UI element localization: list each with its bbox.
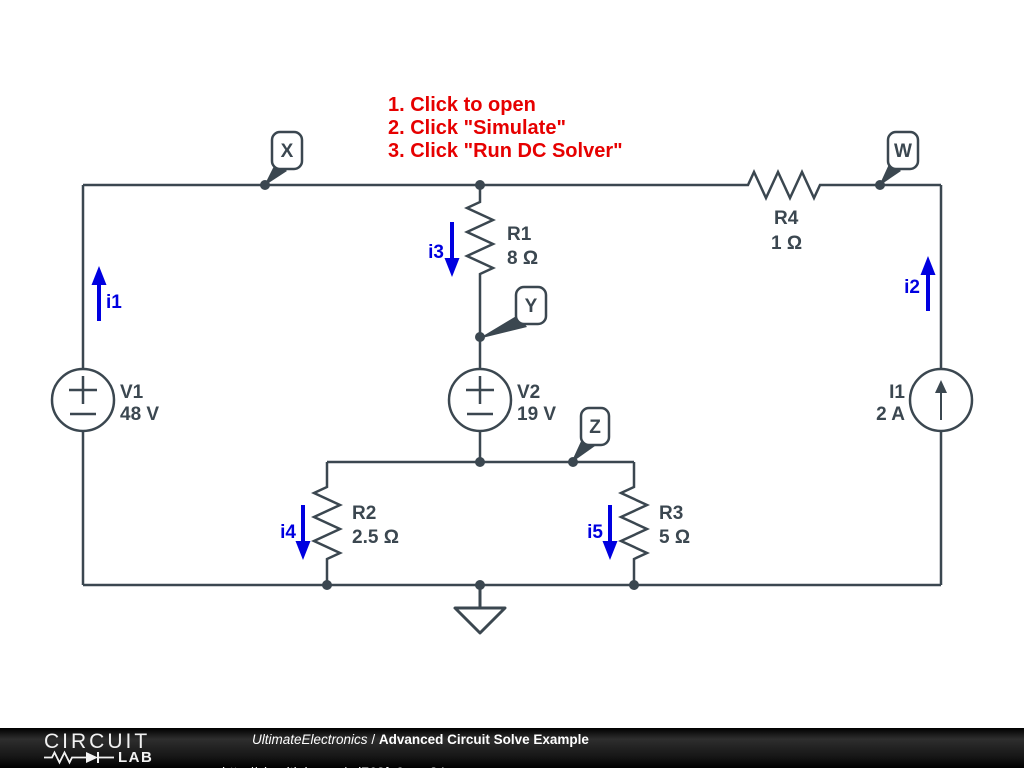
r4-value-label: 1 Ω — [771, 233, 802, 254]
component-r1-resistor[interactable]: R1 8 Ω — [507, 224, 538, 269]
v2-value-label: 19 V — [517, 404, 556, 425]
junction-r2-bottom — [322, 580, 332, 590]
ground-symbol[interactable] — [453, 585, 507, 635]
wire-r1-branch — [464, 185, 496, 369]
instruction-line-3: 3. Click "Run DC Solver" — [388, 140, 623, 162]
r3-value-label: 5 Ω — [659, 527, 690, 548]
node-w-box — [886, 130, 920, 171]
r1-name-label: R1 — [507, 224, 532, 245]
current-annotation-i3: i3 — [428, 222, 460, 277]
r3-name-label: R3 — [659, 503, 683, 524]
component-r3-resistor[interactable]: R3 5 Ω — [659, 503, 690, 548]
node-x-letter: X — [281, 141, 294, 162]
instruction-line-2: 2. Click "Simulate" — [388, 117, 566, 139]
breadcrumb: UltimateElectronics / Advanced Circuit S… — [222, 717, 589, 762]
logo-lab-text: LAB — [118, 749, 154, 766]
v2-name-label: V2 — [517, 382, 540, 403]
i1-name-label: I1 — [889, 382, 905, 403]
current-annotation-i5: i5 — [587, 505, 618, 560]
junction-ground — [475, 580, 485, 590]
component-r2-resistor[interactable]: R2 2.5 Ω — [352, 503, 399, 548]
component-v1-voltage-source[interactable]: V1 48 V — [50, 367, 159, 433]
i1-arrow-head-icon — [935, 380, 947, 393]
v1-value-label: 48 V — [120, 404, 159, 425]
v1-plus-icon — [69, 376, 97, 404]
breadcrumb-author[interactable]: UltimateElectronics — [252, 731, 368, 747]
node-label-y[interactable]: Y — [478, 285, 548, 339]
component-i1-current-source[interactable]: I1 2 A — [876, 367, 974, 433]
junction-node-y — [475, 332, 485, 342]
current-annotation-i1: i1 — [91, 266, 122, 321]
i3-current-arrowhead-icon — [444, 258, 460, 277]
node-z-box — [579, 406, 611, 447]
current-annotation-i4: i4 — [280, 505, 311, 560]
i3-current-label: i3 — [428, 242, 444, 263]
component-v2-voltage-source[interactable]: V2 19 V — [447, 367, 556, 433]
schematic-canvas: V1 48 V V2 19 V I1 2 A R1 8 Ω R4 1 Ω — [50, 94, 974, 635]
current-annotation-i2: i2 — [904, 256, 936, 311]
breadcrumb-separator: / — [367, 731, 379, 747]
junction-r1-top — [475, 180, 485, 190]
r1-value-label: 8 Ω — [507, 248, 538, 269]
ground-triangle — [453, 606, 507, 635]
footer-bar: CIRCUIT LAB UltimateElectronics / Advanc… — [0, 728, 1024, 768]
junction-r3-bottom — [629, 580, 639, 590]
i1-current-label: i1 — [106, 292, 122, 313]
i1-current-arrowhead-icon — [91, 266, 107, 285]
logo-resistor-diode-icon — [44, 750, 114, 765]
i2-current-arrowhead-icon — [920, 256, 936, 275]
circuit-url-link[interactable]: http://circuitlab.com/cd763fn9xmy84 — [222, 764, 445, 768]
i1-value-label: 2 A — [876, 404, 905, 425]
r2-name-label: R2 — [352, 503, 376, 524]
node-w-letter: W — [894, 141, 912, 162]
junction-v2-bottom — [475, 457, 485, 467]
node-label-z[interactable]: Z — [571, 406, 611, 463]
node-label-x[interactable]: X — [264, 130, 304, 186]
wire-top — [83, 169, 941, 201]
i4-current-label: i4 — [280, 522, 296, 543]
breadcrumb-title: Advanced Circuit Solve Example — [378, 731, 589, 747]
footer-breadcrumb: UltimateElectronics / Advanced Circuit S… — [222, 717, 589, 768]
v1-name-label: V1 — [120, 382, 144, 403]
i4-current-arrowhead-icon — [295, 541, 311, 560]
i5-current-arrowhead-icon — [602, 541, 618, 560]
r2-value-label: 2.5 Ω — [352, 527, 399, 548]
v2-plus-icon — [466, 376, 494, 404]
node-label-w[interactable]: W — [879, 130, 920, 186]
i5-current-label: i5 — [587, 522, 603, 543]
wire-r3-branch — [618, 462, 650, 585]
instruction-line-1: 1. Click to open — [388, 94, 536, 116]
instructions-annotation: 1. Click to open 2. Click "Simulate" 3. … — [388, 94, 623, 162]
r4-name-label: R4 — [774, 208, 799, 229]
node-y-letter: Y — [525, 296, 538, 317]
logo-circuit-text: CIRCUIT — [44, 730, 151, 753]
i2-current-label: i2 — [904, 277, 920, 298]
node-z-letter: Z — [589, 417, 601, 438]
node-x-box — [270, 130, 304, 171]
node-y-tail — [478, 315, 527, 339]
component-r4-resistor[interactable]: R4 1 Ω — [771, 208, 802, 254]
wire-r2-branch — [311, 462, 343, 585]
node-y-box — [514, 285, 548, 326]
circuitlab-logo[interactable]: CIRCUIT LAB — [44, 731, 194, 765]
